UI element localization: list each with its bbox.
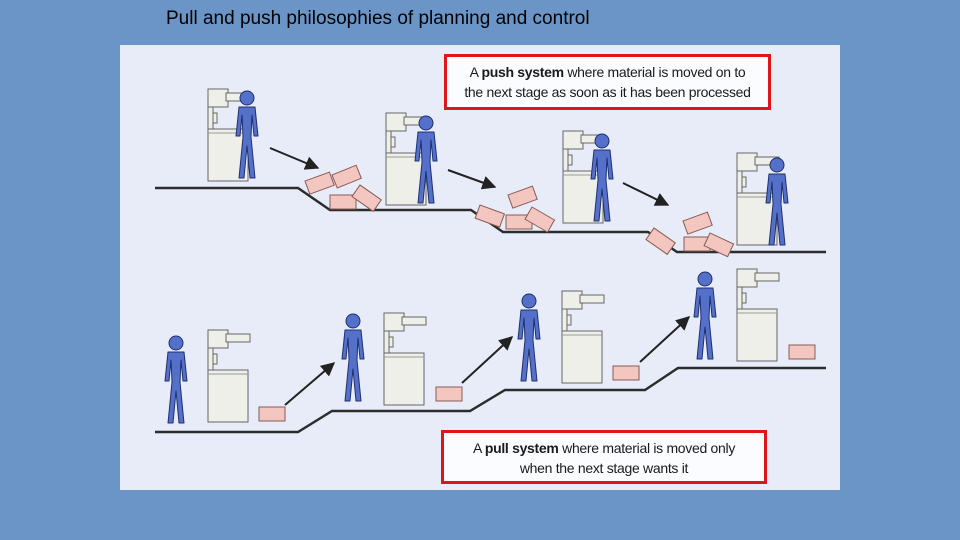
- pull-system: [155, 268, 826, 434]
- pull-box-2: [435, 386, 463, 402]
- pull-box-1: [258, 406, 286, 422]
- push-system-callout: A push system where material is moved on…: [444, 54, 771, 110]
- push-callout-line1: A push system where material is moved on…: [469, 64, 746, 80]
- push-system: [155, 88, 826, 258]
- pull-callout-line2: when the next stage wants it: [519, 460, 689, 476]
- pull-machine-4: [736, 268, 780, 362]
- push-arrow-3: [622, 182, 670, 206]
- push-arrow-2: [447, 169, 497, 190]
- pull-arrow-3: [639, 316, 691, 363]
- pull-machine-2: [383, 312, 427, 406]
- push-pull-illustration: [155, 88, 826, 434]
- pull-worker-1: [164, 335, 188, 424]
- pull-worker-2: [341, 313, 365, 402]
- pull-machine-3: [561, 290, 605, 384]
- pull-worker-4: [693, 271, 717, 360]
- wip-pile-2: [474, 185, 556, 233]
- pull-system-callout: A pull system where material is moved on…: [441, 430, 767, 484]
- wip-pile-3: [645, 211, 735, 258]
- wip-pile-1: [304, 164, 382, 212]
- pull-worker-3: [517, 293, 541, 382]
- pull-box-4: [788, 344, 816, 360]
- slide-title: Pull and push philosophies of planning a…: [166, 8, 590, 29]
- pull-box-3: [612, 365, 640, 381]
- diagram-panel: A push system where material is moved on…: [120, 45, 840, 490]
- pull-callout-line1: A pull system where material is moved on…: [472, 440, 736, 456]
- push-arrow-1: [269, 147, 320, 170]
- pull-conveyor-line: [155, 366, 826, 434]
- pull-callout-term: pull system: [484, 440, 559, 456]
- pull-arrow-2: [461, 336, 514, 384]
- pull-machine-1: [207, 329, 251, 423]
- pull-arrow-1: [284, 362, 336, 406]
- push-callout-line2: the next stage as soon as it has been pr…: [464, 84, 751, 100]
- push-callout-term: push system: [481, 64, 564, 80]
